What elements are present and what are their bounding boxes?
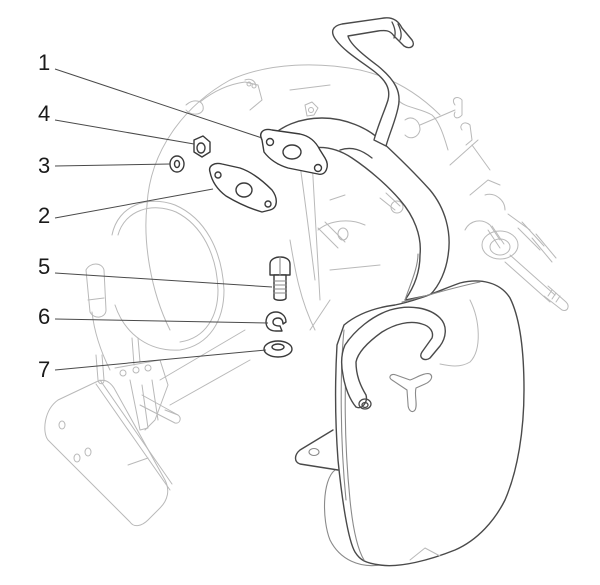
callout-label-7: 7 — [38, 357, 51, 382]
part-6-spring-washer — [265, 311, 287, 332]
leader-line-4 — [54, 119, 195, 145]
leader-line-7 — [54, 349, 267, 371]
lower-left-cover — [44, 379, 173, 527]
leader-lines — [54, 68, 273, 371]
part-7-washer — [263, 340, 293, 358]
leader-line-3 — [54, 163, 171, 167]
callout-label-2: 2 — [38, 203, 51, 228]
part-5-bolt — [269, 256, 291, 301]
leader-line-5 — [54, 272, 273, 288]
part-4-nut — [193, 135, 211, 158]
callout-label-3: 3 — [38, 153, 51, 178]
breather-hose — [331, 17, 414, 147]
callout-label-1: 1 — [38, 50, 51, 75]
part-1-flange — [260, 128, 328, 175]
leader-line-1 — [54, 68, 263, 139]
part-2-gasket — [208, 162, 277, 213]
part-3-washer — [169, 155, 185, 173]
leader-line-2 — [54, 188, 214, 219]
callout-label-5: 5 — [38, 254, 51, 279]
muffler-body — [294, 280, 525, 567]
callout-label-4: 4 — [38, 101, 51, 126]
leader-line-6 — [54, 318, 269, 324]
muffler-hose — [340, 306, 446, 410]
callout-label-6: 6 — [38, 304, 51, 329]
